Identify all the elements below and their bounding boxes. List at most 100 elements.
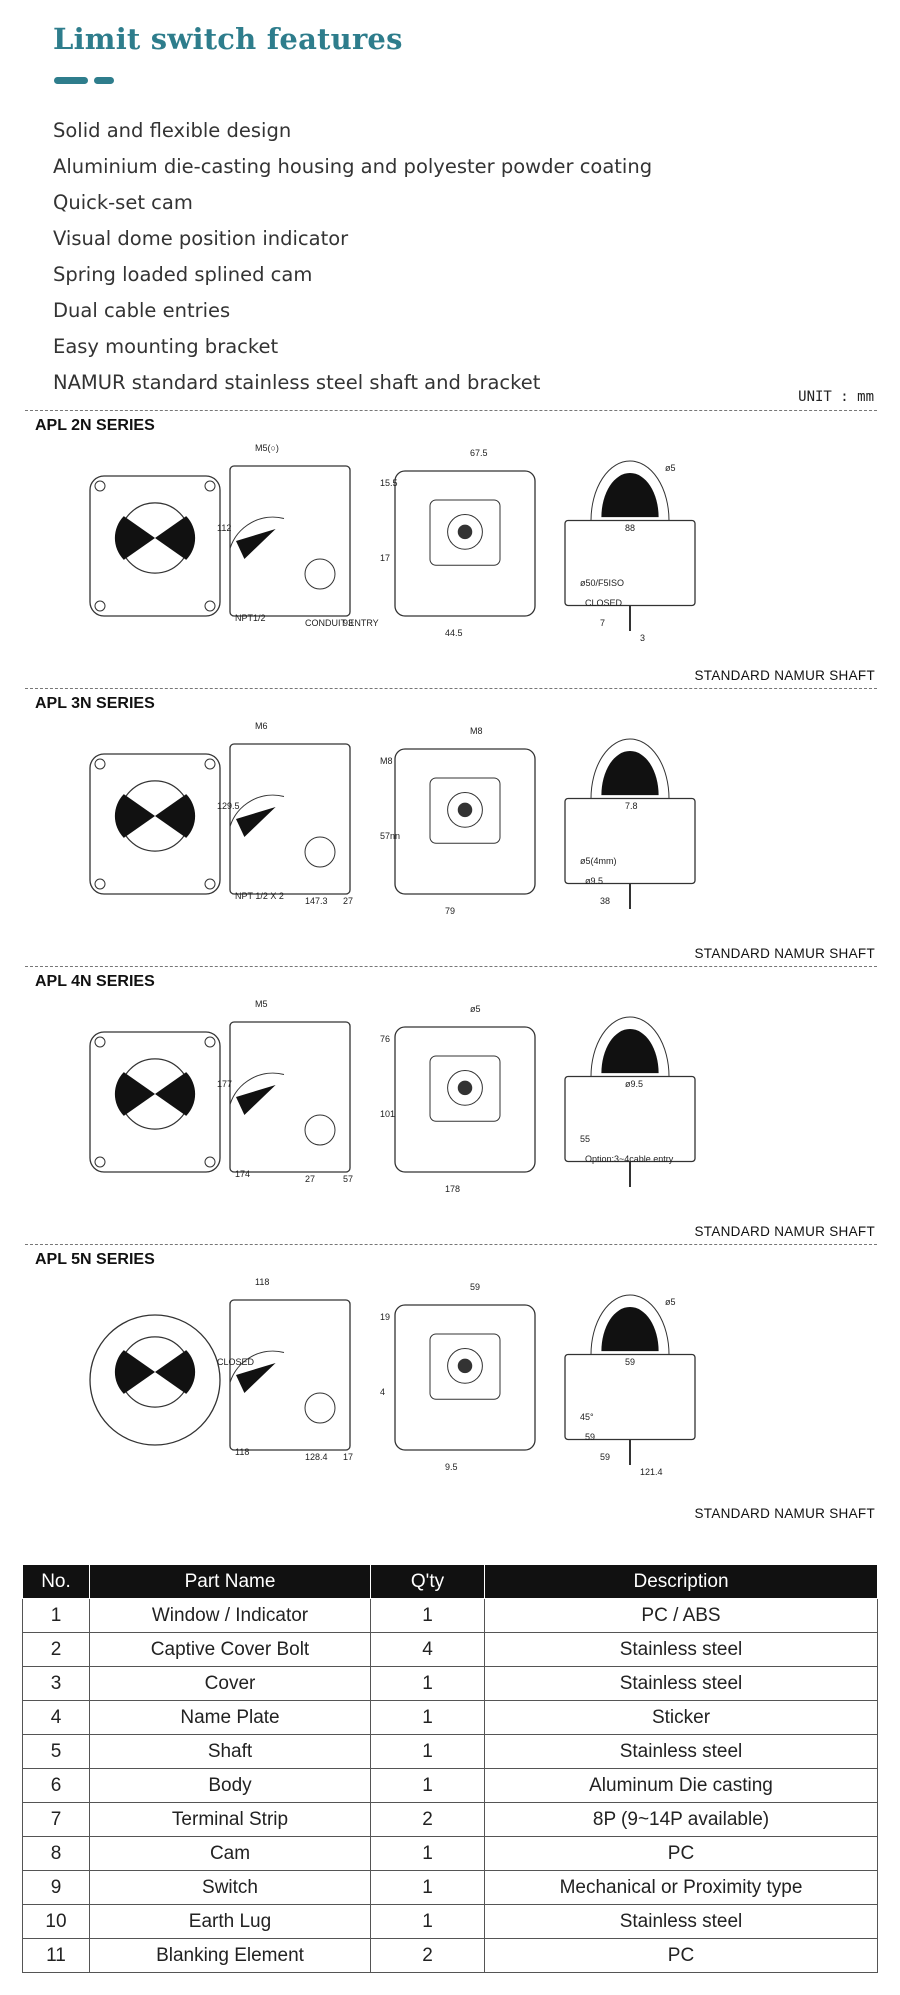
dimension-label: 118 bbox=[235, 1447, 249, 1457]
series-label: APL 2N SERIES bbox=[35, 417, 155, 434]
cell-qty: 1 bbox=[370, 1768, 485, 1803]
dimension-label: M8 bbox=[380, 756, 393, 766]
cell-description: Stainless steel bbox=[484, 1904, 878, 1939]
dome-indicator bbox=[236, 1085, 276, 1115]
dimension-label: 27 bbox=[305, 1174, 315, 1184]
title-accent-bar bbox=[54, 77, 88, 84]
feature-item: Dual cable entries bbox=[53, 299, 231, 322]
dimension-label: 57 bbox=[343, 1174, 353, 1184]
shaft-center bbox=[457, 802, 473, 818]
dimension-label: 76 bbox=[380, 1034, 390, 1044]
cell-no: 10 bbox=[22, 1904, 90, 1939]
dimension-label: 67.5 bbox=[470, 448, 488, 458]
dimension-label: 59 bbox=[600, 1452, 610, 1462]
cell-part-name: Window / Indicator bbox=[89, 1598, 371, 1633]
indicator-quadrant bbox=[155, 1350, 196, 1394]
dimension-label: 45° bbox=[580, 1412, 594, 1422]
mounting-plate bbox=[429, 499, 501, 566]
shaft-center bbox=[457, 1358, 473, 1374]
dimension-label: 3 bbox=[640, 633, 645, 643]
dimension-label: CLOSED bbox=[217, 1357, 255, 1367]
mounting-plate bbox=[429, 1333, 501, 1400]
dimension-label: 174 bbox=[235, 1169, 250, 1179]
dome-indicator bbox=[236, 1363, 276, 1393]
dimension-label: 17 bbox=[380, 553, 390, 563]
cell-qty: 1 bbox=[370, 1870, 485, 1905]
dome-outline bbox=[590, 460, 670, 521]
feature-item: Visual dome position indicator bbox=[53, 227, 349, 250]
header-no: No. bbox=[22, 1564, 90, 1599]
cell-qty: 4 bbox=[370, 1632, 485, 1667]
header-description: Description bbox=[484, 1564, 878, 1599]
housing-outline bbox=[89, 475, 221, 617]
indicator-quadrant bbox=[114, 1072, 155, 1116]
cell-qty: 1 bbox=[370, 1700, 485, 1735]
indicator-quadrant bbox=[114, 794, 155, 838]
dome-indicator bbox=[236, 807, 276, 837]
cell-description: PC / ABS bbox=[484, 1598, 878, 1633]
dimension-label: 121.4 bbox=[640, 1467, 663, 1477]
dome-indicator bbox=[601, 1028, 659, 1074]
shaft-hole bbox=[447, 514, 483, 550]
series-label: APL 3N SERIES bbox=[35, 695, 155, 712]
dimension-label: 19 bbox=[380, 1312, 390, 1322]
indicator-quadrant bbox=[155, 794, 196, 838]
cell-description: Stainless steel bbox=[484, 1666, 878, 1701]
dimension-label: ø5(4mm) bbox=[580, 856, 617, 866]
cell-part-name: Earth Lug bbox=[89, 1904, 371, 1939]
dimension-label: ø9.5 bbox=[625, 1079, 643, 1089]
dimension-label: M8 bbox=[470, 726, 483, 736]
conduit-entry bbox=[304, 1114, 336, 1146]
top-body bbox=[394, 1304, 536, 1451]
series-label: APL 4N SERIES bbox=[35, 973, 155, 990]
cell-description: PC bbox=[484, 1938, 878, 1973]
dimension-label: 4 bbox=[380, 1387, 385, 1397]
side-body bbox=[229, 743, 351, 895]
cover-bolt bbox=[94, 758, 106, 770]
namur-shaft-label: STANDARD NAMUR SHAFT bbox=[694, 1506, 875, 1521]
dimension-label: 59 bbox=[625, 1357, 635, 1367]
cell-qty: 1 bbox=[370, 1904, 485, 1939]
dimension-label: 9.5 bbox=[445, 1462, 458, 1472]
dimension-label: 59 bbox=[585, 1432, 595, 1442]
cell-part-name: Cam bbox=[89, 1836, 371, 1871]
mounting-plate bbox=[429, 1055, 501, 1122]
cell-no: 1 bbox=[22, 1598, 90, 1633]
dome-outline bbox=[590, 1016, 670, 1077]
cell-description: PC bbox=[484, 1836, 878, 1871]
indicator-quadrant bbox=[114, 1350, 155, 1394]
dome-outline bbox=[590, 1294, 670, 1355]
side-body bbox=[229, 1021, 351, 1173]
namur-shaft-label: STANDARD NAMUR SHAFT bbox=[694, 946, 875, 961]
dimension-label: 7.8 bbox=[625, 801, 638, 811]
shaft-center bbox=[457, 524, 473, 540]
housing-outline bbox=[89, 753, 221, 895]
conduit-entry bbox=[304, 836, 336, 868]
mounting-plate bbox=[429, 777, 501, 844]
cover-bolt bbox=[94, 480, 106, 492]
cell-no: 11 bbox=[22, 1938, 90, 1973]
dome-outline bbox=[229, 516, 285, 549]
dimension-label: 129.5 bbox=[217, 801, 240, 811]
header-qty: Q'ty bbox=[370, 1564, 485, 1599]
dimension-label: M5 bbox=[255, 999, 268, 1009]
top-body bbox=[394, 1026, 536, 1173]
shaft-hole bbox=[447, 1070, 483, 1106]
dome-indicator bbox=[601, 750, 659, 796]
cell-description: Mechanical or Proximity type bbox=[484, 1870, 878, 1905]
dimension-label: 59 bbox=[470, 1282, 480, 1292]
cell-no: 8 bbox=[22, 1836, 90, 1871]
cell-part-name: Captive Cover Bolt bbox=[89, 1632, 371, 1667]
shaft-center bbox=[457, 1080, 473, 1096]
cell-no: 2 bbox=[22, 1632, 90, 1667]
indicator-quadrant bbox=[155, 1072, 196, 1116]
cell-no: 7 bbox=[22, 1802, 90, 1837]
cell-part-name: Blanking Element bbox=[89, 1938, 371, 1973]
